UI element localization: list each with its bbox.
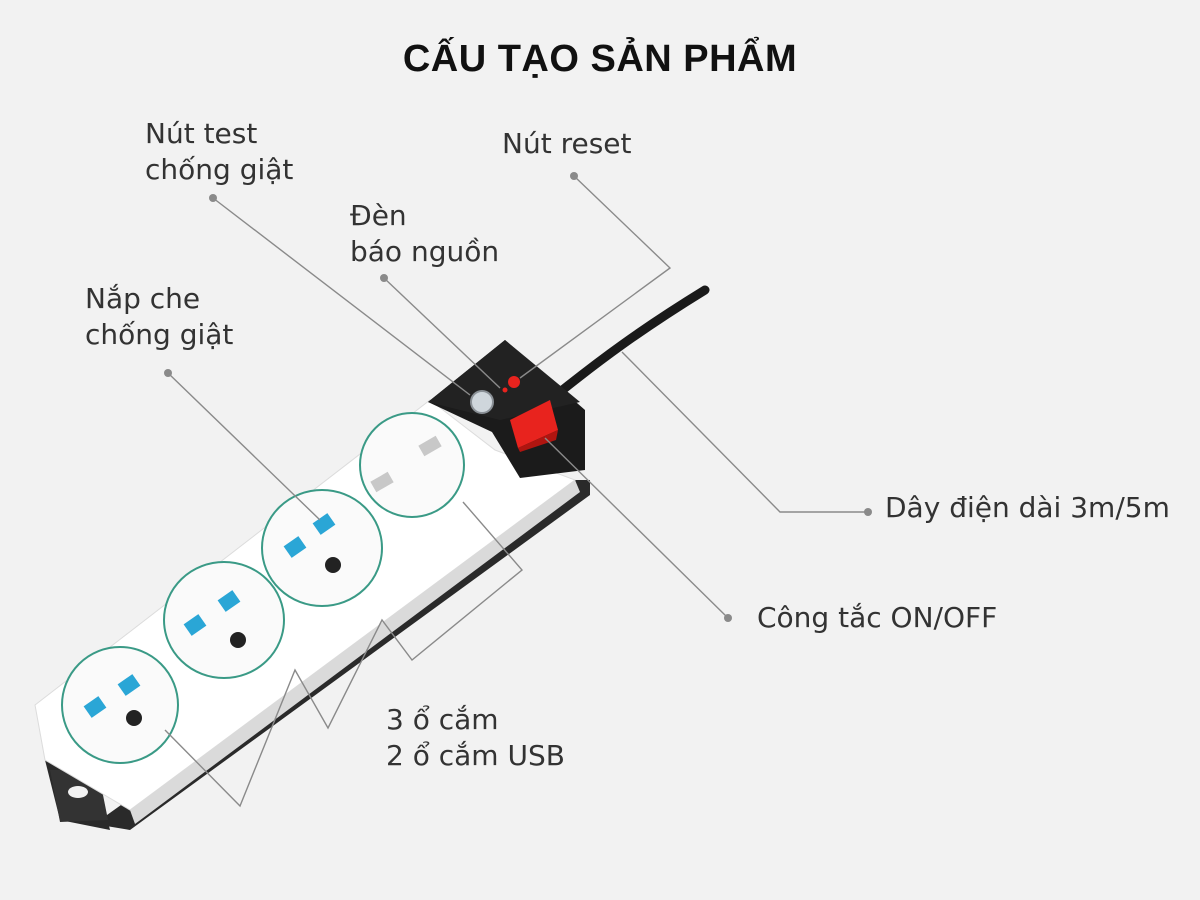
label-power-light: Đèn báo nguồn [350, 198, 499, 270]
leader-test [212, 197, 471, 396]
switch-rocker-shade [518, 430, 558, 452]
leader-dots [164, 172, 872, 622]
leader-switch [544, 437, 729, 619]
switch-housing-top [428, 340, 580, 420]
leader-reset [519, 175, 672, 379]
label-reset-button: Nút reset [502, 126, 632, 162]
label-test-button: Nút test chống giật [145, 116, 293, 188]
label-cable-line1: Dây điện dài 3m/5m [885, 491, 1170, 524]
label-light-line1: Đèn [350, 199, 407, 232]
leader-light [383, 277, 501, 389]
label-safety-cover: Nắp che chống giật [85, 281, 233, 353]
mounting-hole [68, 786, 88, 798]
socket-2 [163, 561, 285, 679]
label-cable: Dây điện dài 3m/5m [885, 490, 1170, 526]
label-test-line2: chống giật [145, 153, 294, 186]
label-cover-line1: Nắp che [85, 282, 201, 315]
socket-3 [261, 489, 383, 607]
label-switch: Công tắc ON/OFF [757, 600, 997, 636]
label-cover-line2: chống giật [85, 318, 234, 351]
label-outlets-line1: 3 ổ cắm [386, 703, 499, 736]
label-reset-line1: Nút reset [502, 127, 632, 160]
leader-cable [621, 351, 868, 513]
switch-rocker [510, 400, 558, 448]
reset-button [508, 376, 520, 388]
leader-outlets [164, 501, 524, 808]
test-button [470, 390, 494, 414]
label-test-line1: Nút test [145, 117, 258, 150]
diagram-title: CẤU TẠO SẢN PHẨM [402, 38, 798, 80]
socket-1 [61, 646, 179, 764]
power-light [502, 387, 508, 393]
power-cable [555, 285, 710, 397]
leader-lines [164, 175, 868, 808]
strip-front-face [130, 480, 580, 824]
leader-cover [167, 372, 321, 521]
label-outlets: 3 ổ cắm 2 ổ cắm USB [386, 702, 565, 774]
usb-socket [359, 412, 465, 518]
label-light-line2: báo nguồn [350, 235, 500, 268]
label-switch-line1: Công tắc ON/OFF [757, 601, 998, 634]
label-outlets-line2: 2 ổ cắm USB [386, 739, 565, 772]
